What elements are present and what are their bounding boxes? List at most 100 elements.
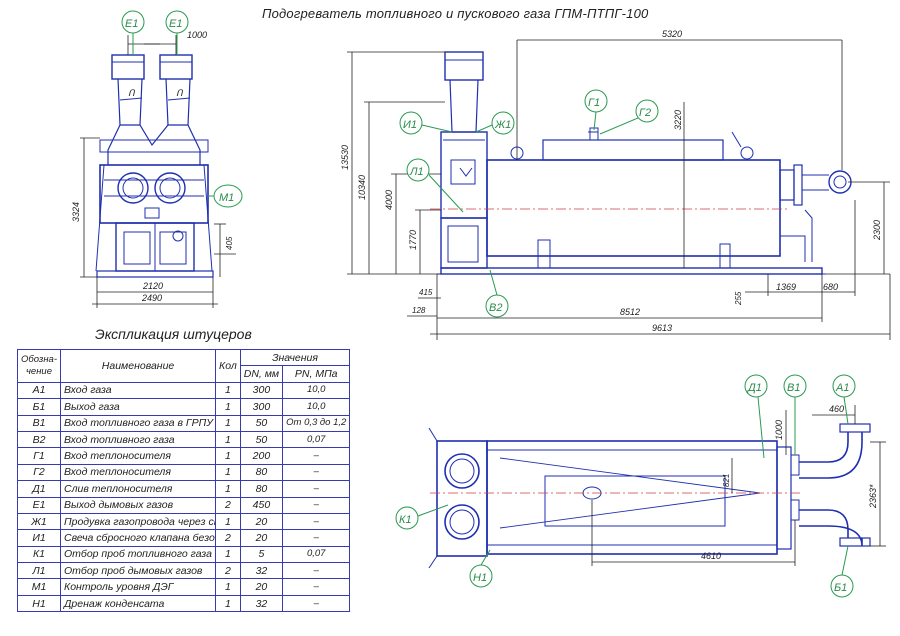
cell-qty: 1 xyxy=(215,545,241,564)
dim-2300: 2300 xyxy=(872,220,882,241)
cell-name: Выход дымовых газов xyxy=(60,496,217,514)
callout-k1: К1 xyxy=(399,514,412,526)
cell-pn: 0,07 xyxy=(282,430,351,449)
cell-dn: 80 xyxy=(239,480,284,498)
header-code: Обозна-чение xyxy=(16,349,62,383)
cell-dn: 300 xyxy=(239,381,284,400)
cell-pn: – xyxy=(282,496,351,514)
plan-view: 460 1000 821 2363* 4610 Д1 В1 А1 К1 Н1 Б… xyxy=(395,374,886,598)
cell-pn: – xyxy=(282,578,351,596)
dim-2363: 2363* xyxy=(868,484,878,509)
cell-qty: 2 xyxy=(215,562,241,580)
cell-name: Дренаж конденсата xyxy=(60,594,217,613)
dim-1000-top: 1000 xyxy=(187,30,207,40)
cell-name: Вход теплоносителя xyxy=(60,463,217,482)
cell-name: Отбор проб дымовых газов xyxy=(60,562,217,580)
header-pn: PN, МПа xyxy=(282,365,351,383)
cell-code: Е1 xyxy=(16,496,62,514)
callout-d1: Д1 xyxy=(746,382,762,394)
cell-dn: 50 xyxy=(239,414,284,432)
callout-zh1: Ж1 xyxy=(494,119,511,131)
dim-1000-plan: 1000 xyxy=(774,420,784,440)
header-values: Значения xyxy=(239,348,351,367)
cell-dn: 20 xyxy=(239,578,284,596)
dim-3324: 3324 xyxy=(71,202,81,222)
callout-e1-right: Е1 xyxy=(169,18,182,30)
table-title: Экспликация штуцеров xyxy=(95,326,252,342)
cell-name: Вход теплоносителя xyxy=(60,447,217,465)
cell-qty: 1 xyxy=(215,414,241,432)
callout-b1: Б1 xyxy=(834,582,847,594)
cell-code: В1 xyxy=(16,414,62,432)
cell-pn: 10,0 xyxy=(282,398,351,416)
dim-10340: 10340 xyxy=(357,175,367,200)
dim-405: 405 xyxy=(225,236,234,250)
callout-v1: В1 xyxy=(787,382,800,394)
cell-dn: 32 xyxy=(239,594,284,613)
dim-2120: 2120 xyxy=(142,281,163,291)
cell-dn: 50 xyxy=(239,430,284,449)
side-view: 5320 13530 10340 4000 1770 3220 2300 415… xyxy=(340,29,891,340)
callout-e1-left: Е1 xyxy=(125,18,138,30)
cell-name: Свеча сбросного клапана безопасности xyxy=(60,529,217,547)
cell-name: Продувка газопровода через свечу xyxy=(60,512,217,531)
callout-g2: Г2 xyxy=(639,107,651,119)
callout-i1: И1 xyxy=(403,119,417,131)
cell-dn: 200 xyxy=(239,447,284,465)
dim-460: 460 xyxy=(829,404,844,414)
cell-qty: 2 xyxy=(215,529,241,547)
cell-pn: – xyxy=(282,447,351,465)
cell-qty: 1 xyxy=(215,381,241,400)
dim-128: 128 xyxy=(412,306,426,315)
cell-pn: – xyxy=(282,512,351,531)
dim-1770: 1770 xyxy=(408,230,418,250)
cell-pn: 0,07 xyxy=(282,545,351,564)
header-qty: Кол xyxy=(215,349,241,383)
cell-dn: 450 xyxy=(239,496,284,514)
cell-pn: – xyxy=(282,480,351,498)
cell-code: И1 xyxy=(16,529,62,547)
cell-name: Вход топливного газа в ГРПУ xyxy=(60,414,217,432)
drawing-title: Подогреватель топливного и пускового газ… xyxy=(262,6,649,21)
cell-qty: 1 xyxy=(215,463,241,482)
cell-qty: 1 xyxy=(215,398,241,416)
cell-qty: 1 xyxy=(215,594,241,613)
dim-8512: 8512 xyxy=(620,307,640,317)
cell-code: К1 xyxy=(16,545,62,564)
cell-pn: От 0,3 до 1,2 xyxy=(282,414,351,432)
cell-code: Б1 xyxy=(16,398,62,416)
cell-qty: 1 xyxy=(215,578,241,596)
dim-415: 415 xyxy=(419,288,433,297)
cell-dn: 20 xyxy=(239,512,284,531)
cell-qty: 2 xyxy=(215,496,241,514)
dim-821: 821 xyxy=(722,474,731,487)
callout-v2: В2 xyxy=(489,302,502,314)
callout-g1: Г1 xyxy=(588,97,600,109)
cell-qty: 1 xyxy=(215,480,241,498)
cell-name: Выход газа xyxy=(60,398,217,416)
front-view: Ո Ո 1000 3324 405 xyxy=(71,10,243,308)
header-dn: DN, мм xyxy=(239,365,284,383)
cell-code: Г2 xyxy=(16,463,62,482)
cell-dn: 300 xyxy=(239,398,284,416)
dim-13530: 13530 xyxy=(340,145,350,170)
dim-2490: 2490 xyxy=(141,293,162,303)
cell-name: Вход газа xyxy=(60,381,217,400)
cell-code: Д1 xyxy=(16,480,62,498)
callout-m1: М1 xyxy=(219,192,234,204)
dim-3220: 3220 xyxy=(673,110,683,130)
